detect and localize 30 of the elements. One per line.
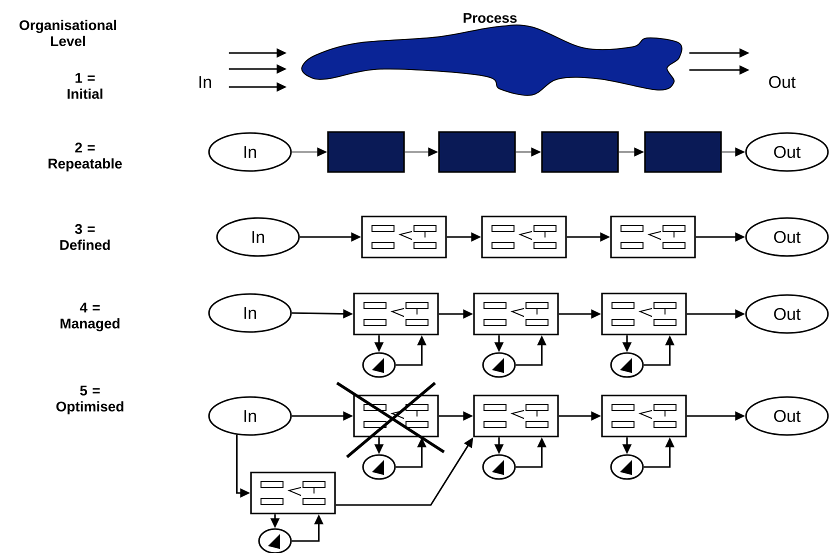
feedback-circle — [610, 352, 644, 378]
process-box — [601, 394, 687, 438]
process-box — [250, 472, 336, 514]
process-box — [438, 131, 516, 173]
level-label: 3 = Defined — [60, 224, 110, 250]
level-label: Organisational Level — [20, 20, 116, 46]
process-box — [610, 216, 696, 258]
process-box — [644, 131, 722, 173]
level-label: 4 = Managed — [60, 302, 120, 332]
feedback-circle — [258, 528, 292, 553]
feedback-circle — [362, 454, 396, 480]
feedback-circle — [482, 352, 516, 378]
process-box — [361, 216, 447, 258]
io-label: Out — [769, 76, 796, 88]
process-box — [353, 394, 439, 438]
level-label: 1 = Initial — [68, 73, 102, 99]
process-box — [601, 292, 687, 336]
process-box — [541, 131, 619, 173]
feedback-circle — [610, 454, 644, 480]
process-box — [473, 394, 559, 438]
feedback-circle — [482, 454, 516, 480]
process-box — [481, 216, 567, 258]
feedback-circle — [362, 352, 396, 378]
level-label: 2 = Repeatable — [48, 142, 122, 172]
heading: Process — [464, 13, 517, 23]
process-box — [353, 292, 439, 336]
io-label: In — [200, 76, 211, 88]
process-box — [327, 131, 405, 173]
process-box — [473, 292, 559, 336]
level-label: 5 = Optimised — [56, 386, 124, 414]
